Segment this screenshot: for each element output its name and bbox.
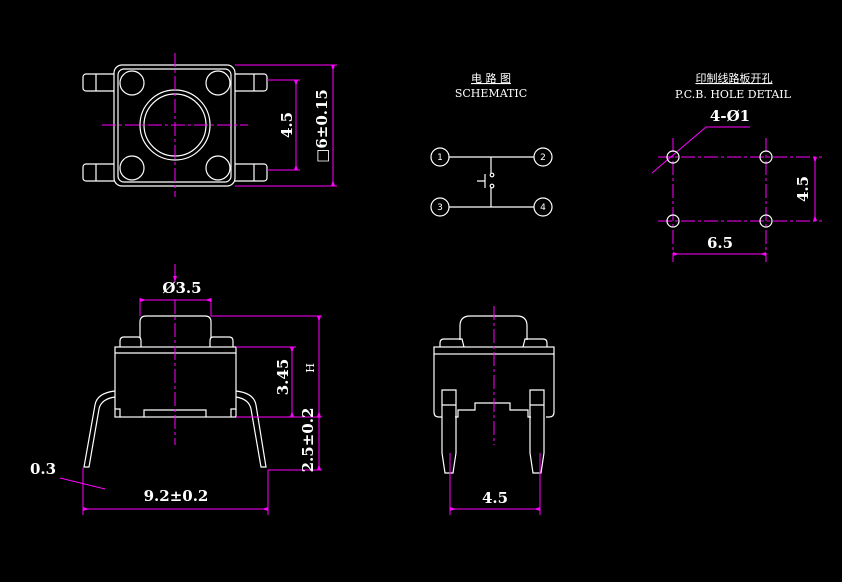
pcb-hole-detail: 印制线路板开孔 P.C.B. HOLE DETAIL 4-Ø1 4.5 6.5	[651, 71, 822, 262]
pcb-horizontal-dim: 6.5	[707, 234, 733, 252]
hole-label: 4-Ø1	[710, 107, 750, 125]
leg-length-dim: 2.5±0.2	[299, 408, 317, 473]
pin-3: 3	[437, 203, 443, 213]
side-view: Ø3.5 3.45 H 2.5±0.2 9.2±0.2 0.3	[30, 264, 322, 515]
schematic-title-en: SCHEMATIC	[455, 87, 527, 100]
pin-1: 1	[437, 153, 443, 163]
pcb-title-cn: 印制线路板开孔	[696, 71, 773, 85]
top-body-dim: □6±0.15	[313, 89, 331, 163]
pcb-vertical-dim: 4.5	[794, 176, 812, 202]
body-height-dim: 3.45	[274, 359, 292, 396]
total-height-dim: H	[304, 363, 317, 373]
width-dim: 9.2±0.2	[144, 487, 209, 505]
pcb-title-en: P.C.B. HOLE DETAIL	[675, 88, 792, 101]
pin-2: 2	[540, 153, 546, 163]
top-pitch-dim: 4.5	[278, 112, 296, 138]
top-view: 4.5 □6±0.15	[82, 53, 337, 197]
leg-thickness-dim: 0.3	[30, 460, 56, 478]
front-pitch-dim: 4.5	[482, 489, 508, 507]
schematic: 电 路 图 SCHEMATIC 1 2 3 4	[430, 72, 553, 217]
front-view: 4.5	[433, 306, 555, 515]
button-diameter-dim: Ø3.5	[162, 279, 201, 297]
schematic-title-cn: 电 路 图	[471, 72, 511, 85]
pin-4: 4	[540, 203, 546, 213]
